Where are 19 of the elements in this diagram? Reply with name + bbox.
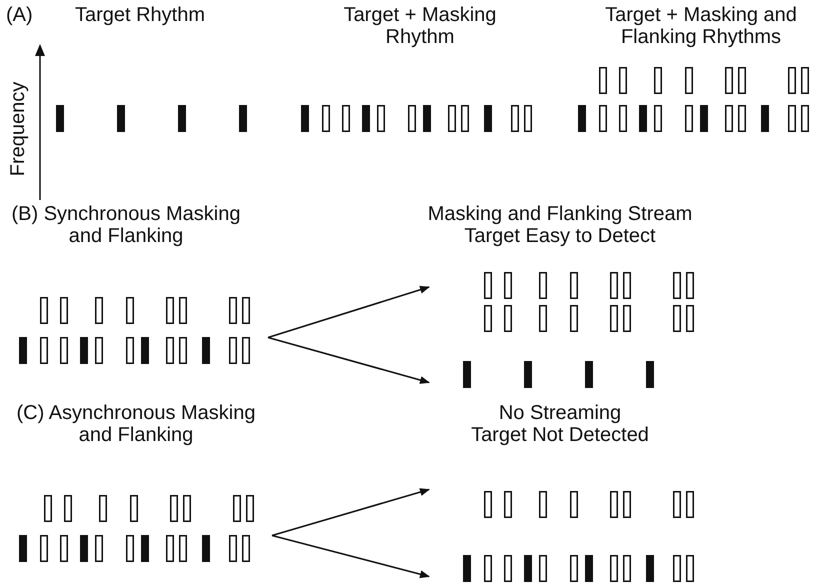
heading: Target + Masking Rhythm (342, 4, 498, 48)
panel-label: (C) Asynchronous Masking and Flanking (16, 402, 256, 446)
panel-label: (B) Synchronous Masking and Flanking (10, 203, 242, 247)
heading: Target + Masking and Flanking Rhythms (604, 4, 798, 48)
arrow (272, 488, 430, 536)
arrow (272, 534, 430, 578)
heading: Target Easy to Detect (463, 225, 657, 247)
arrow (268, 286, 430, 338)
rhythm-pattern (463, 555, 694, 582)
heading: Masking and Flanking Stream (426, 203, 694, 225)
arrow (268, 336, 430, 384)
rhythm-pattern (463, 361, 654, 388)
heading: Target Not Detected (470, 424, 650, 446)
rhythm-pattern (19, 495, 254, 562)
axis-label: Frequency (7, 80, 29, 178)
heading: No Streaming (498, 402, 622, 424)
rhythm-pattern (19, 297, 250, 364)
panel-label: (A) (6, 4, 34, 26)
heading: Target Rhythm (74, 4, 206, 26)
